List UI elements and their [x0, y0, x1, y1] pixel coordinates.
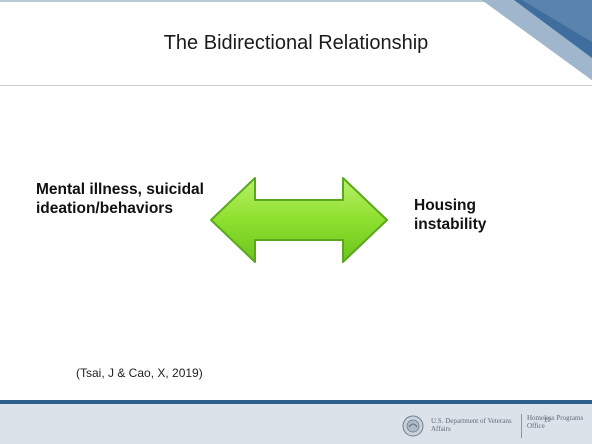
- footer-program: Homeless Programs Office: [527, 414, 584, 430]
- slide-title: The Bidirectional Relationship: [163, 32, 429, 54]
- footer-separator: [521, 414, 522, 438]
- va-seal-icon: [402, 415, 424, 437]
- top-border: [0, 0, 592, 2]
- footer-department: U.S. Department of Veterans Affairs: [431, 417, 512, 433]
- page-number: 19: [544, 418, 551, 424]
- right-label: Housing instability: [414, 197, 487, 233]
- title-divider: [0, 85, 592, 86]
- citation: (Tsai, J & Cao, X, 2019): [76, 366, 203, 380]
- footer: [0, 400, 592, 444]
- corner-decoration-icon: [482, 0, 592, 80]
- left-label: Mental illness, suicidal ideation/behavi…: [36, 181, 204, 217]
- footer-bar: [0, 400, 592, 404]
- double-headed-arrow-icon: [210, 177, 388, 263]
